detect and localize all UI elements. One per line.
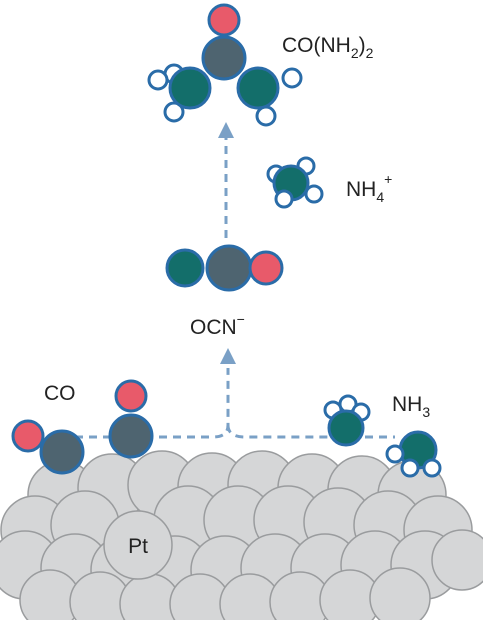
co-molecule-tilted — [11, 419, 85, 475]
ammonium-molecule — [266, 156, 324, 209]
pt-atom — [103, 510, 173, 580]
ammonia-label: NH3 — [392, 393, 430, 420]
arrow-heads — [218, 122, 236, 364]
co-molecule-upright — [108, 379, 154, 459]
pt-label: Pt — [128, 535, 148, 558]
ammonia-molecule-free — [385, 430, 442, 478]
ammonia-molecule-adsorbed — [323, 394, 371, 447]
reaction-paths — [75, 138, 395, 439]
ammonium-label: NH4+ — [346, 171, 392, 205]
co-label: CO — [44, 382, 76, 405]
arrowhead-to-ocn — [220, 348, 236, 364]
surface-path-left — [75, 368, 230, 439]
cyanate-label: OCN− — [190, 311, 245, 339]
urea-molecule — [147, 3, 303, 127]
urea-label: CO(NH2)2 — [282, 34, 374, 61]
platinum-surface — [0, 450, 483, 620]
surface-path-right — [226, 424, 395, 439]
cyanate-molecule — [165, 244, 284, 292]
arrowhead-to-urea — [218, 122, 234, 138]
